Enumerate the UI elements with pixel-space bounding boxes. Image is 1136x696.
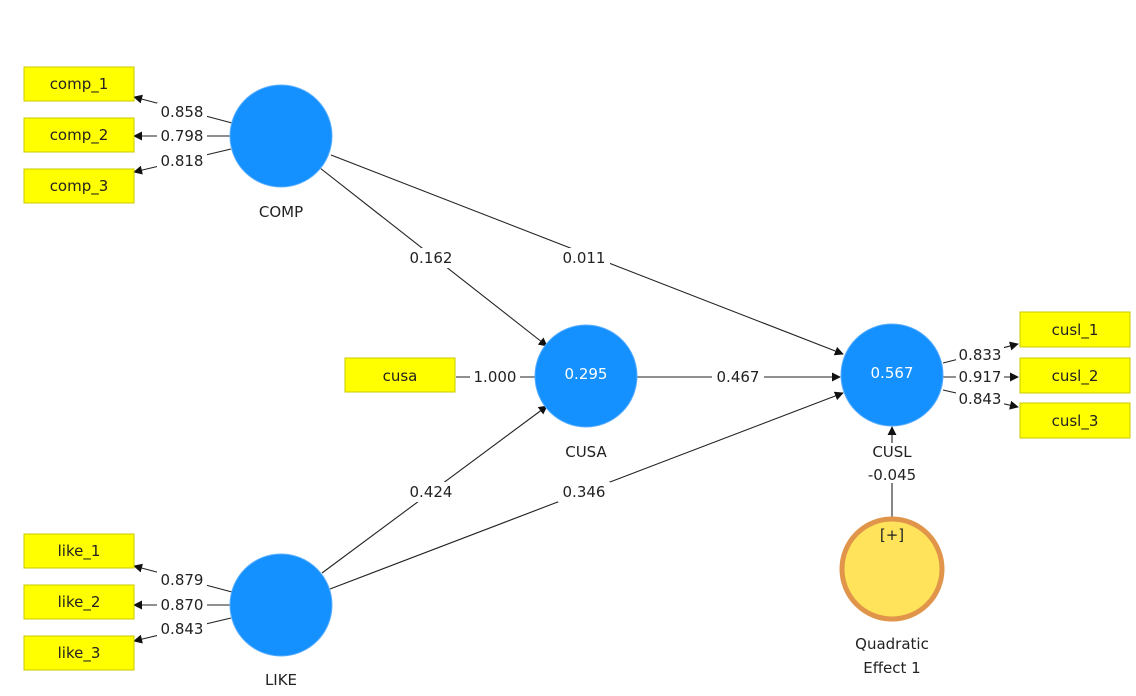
r-squared-value: 0.567 xyxy=(871,364,914,382)
path-like-cusa[interactable]: 0.424 xyxy=(321,405,548,574)
path-coefficient-cusa-cusl: 0.467 xyxy=(717,368,760,386)
indicator-label: cusl_2 xyxy=(1052,367,1099,386)
indicator-comp-1[interactable]: comp_1 xyxy=(23,66,135,102)
indicator-label: cusa xyxy=(383,367,418,385)
r-squared-value: 0.295 xyxy=(565,365,608,383)
indicator-label: comp_3 xyxy=(50,177,109,196)
path-coefficient-comp-cusa: 0.162 xyxy=(410,249,453,267)
path-cusa-cusl[interactable]: 0.467 xyxy=(637,367,841,387)
indicator-label: like_3 xyxy=(58,644,101,663)
loading-cusl-2[interactable]: 0.917 xyxy=(943,368,1019,386)
loading-value: 1.000 xyxy=(474,368,517,386)
path-comp-cusa[interactable]: 0.162 xyxy=(319,167,548,347)
loading-value: 0.833 xyxy=(959,346,1002,364)
latent-variable-label: COMP xyxy=(259,203,303,221)
indicator-comp-3[interactable]: comp_3 xyxy=(23,168,135,204)
path-coefficient-quadratic-cusl: -0.045 xyxy=(868,466,916,484)
loading-like-3[interactable]: 0.843 xyxy=(133,617,232,644)
indicator-label: cusl_1 xyxy=(1052,321,1099,340)
loading-comp-2[interactable]: 0.798 xyxy=(133,127,230,145)
loading-cusa[interactable]: 1.000 xyxy=(456,368,535,386)
quadratic-effect-label-line1: Quadratic xyxy=(855,635,929,653)
indicator-label: comp_2 xyxy=(50,126,109,145)
latent-variable-comp[interactable]: COMP xyxy=(229,84,333,221)
loading-cusl-3[interactable]: 0.843 xyxy=(942,389,1019,410)
expand-toggle[interactable]: [+] xyxy=(880,526,904,544)
path-coefficient-comp-cusl: 0.011 xyxy=(563,249,606,267)
indicator-cusa[interactable]: cusa xyxy=(344,357,456,393)
latent-variable-cusa[interactable]: 0.295 CUSA xyxy=(534,324,638,461)
loading-value: 0.798 xyxy=(161,127,204,145)
loading-value: 0.843 xyxy=(161,620,204,638)
path-like-cusl[interactable]: 0.346 xyxy=(329,391,844,590)
latent-variable-label: CUSA xyxy=(565,443,607,461)
loading-value: 0.818 xyxy=(161,152,204,170)
indicator-label: like_1 xyxy=(58,542,101,561)
path-comp-cusl[interactable]: 0.011 xyxy=(330,154,844,356)
loading-value: 0.843 xyxy=(959,390,1002,408)
quadratic-effect-node[interactable]: [+] Quadratic Effect 1 xyxy=(839,516,945,677)
latent-variable-like[interactable]: LIKE xyxy=(229,553,333,689)
indicator-label: comp_1 xyxy=(50,75,109,94)
indicator-cusl-1[interactable]: cusl_1 xyxy=(1019,311,1131,348)
loading-comp-1[interactable]: 0.858 xyxy=(133,94,233,124)
loading-like-2[interactable]: 0.870 xyxy=(133,596,230,614)
loading-like-1[interactable]: 0.879 xyxy=(133,563,233,593)
latent-variable-cusl[interactable]: 0.567 CUSL -0.045 xyxy=(840,323,944,484)
indicator-like-3[interactable]: like_3 xyxy=(23,635,135,671)
loading-value: 0.879 xyxy=(161,571,204,589)
latent-variable-label: CUSL xyxy=(872,443,912,461)
loading-value: 0.917 xyxy=(959,368,1002,386)
loading-value: 0.870 xyxy=(161,596,204,614)
indicator-label: cusl_3 xyxy=(1052,412,1099,431)
indicator-cusl-2[interactable]: cusl_2 xyxy=(1019,357,1131,394)
indicator-like-1[interactable]: like_1 xyxy=(23,533,135,569)
loading-comp-3[interactable]: 0.818 xyxy=(133,148,232,175)
latent-variable-label: LIKE xyxy=(265,671,297,689)
indicator-like-2[interactable]: like_2 xyxy=(23,584,135,620)
indicator-comp-2[interactable]: comp_2 xyxy=(23,117,135,153)
path-coefficient-like-cusl: 0.346 xyxy=(563,483,606,501)
quadratic-effect-label-line2: Effect 1 xyxy=(863,659,920,677)
indicator-label: like_2 xyxy=(58,593,101,612)
loading-value: 0.858 xyxy=(161,103,204,121)
indicator-cusl-3[interactable]: cusl_3 xyxy=(1019,402,1131,439)
path-coefficient-like-cusa: 0.424 xyxy=(410,483,453,501)
loading-cusl-1[interactable]: 0.833 xyxy=(942,341,1019,364)
